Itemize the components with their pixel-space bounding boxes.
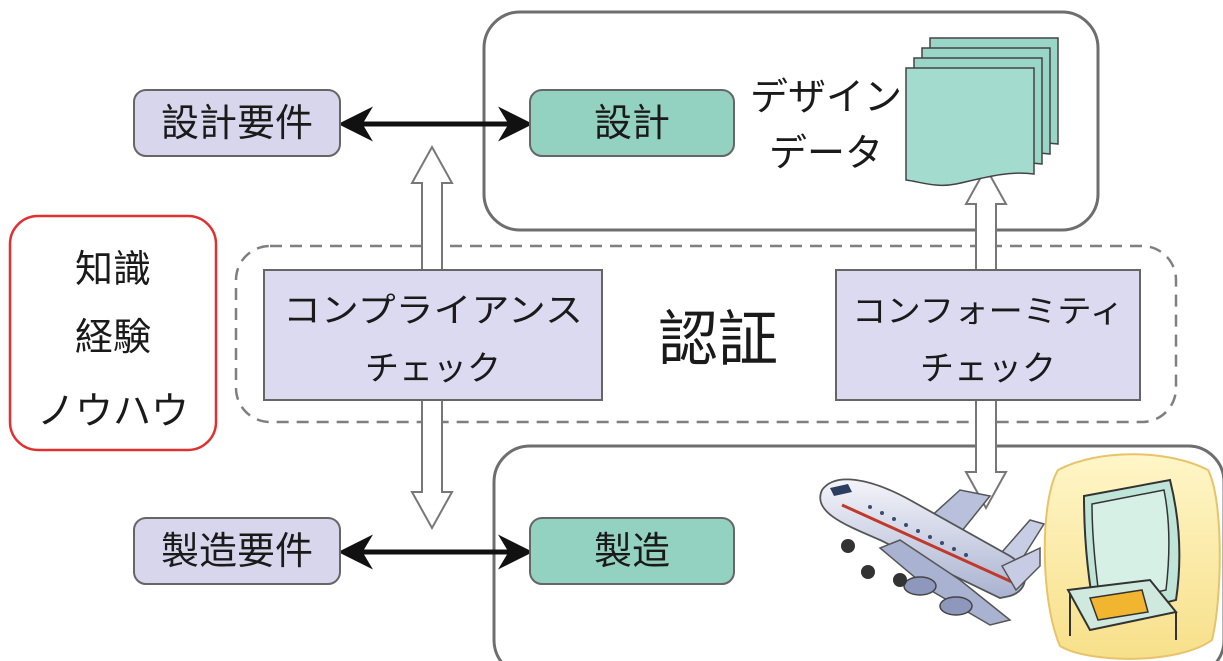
knowledge-label-line2: 経験 (75, 315, 151, 359)
manufacturing-requirements-box: 製造要件 (133, 517, 341, 585)
compliance-check-label-line1: コンプライアンス (283, 291, 583, 331)
certification-region (234, 244, 1178, 424)
conformity-up-arrow (964, 165, 1008, 271)
compliance-check-box: コンプライアンス チェック (263, 269, 603, 401)
conformity-check-label-line1: コンフォーミティ (852, 292, 1124, 330)
manufacturing-label: 製造 (594, 529, 670, 573)
compliance-down-arrow (410, 399, 454, 531)
conformity-down-arrow (964, 399, 1008, 511)
design-label: 設計 (594, 101, 670, 145)
certification-label: 認証 (658, 305, 778, 375)
design-data-label-line2: データ (769, 131, 883, 175)
conformity-check-label-line2: チェック (920, 349, 1056, 389)
compliance-up-arrow (410, 144, 454, 271)
knowledge-box: 知識 経験 ノウハウ (8, 214, 218, 452)
compliance-check-label-line2: チェック (365, 349, 501, 389)
design-requirements-box: 設計要件 (133, 89, 341, 157)
seat-icon (1043, 453, 1221, 660)
design-requirements-label: 設計要件 (161, 101, 313, 145)
design-data-label-line1: デザイン (750, 75, 902, 119)
conformity-check-box: コンフォーミティ チェック (835, 269, 1141, 401)
airplane-icon (819, 478, 1046, 626)
document-stack-icon (905, 37, 1059, 187)
knowledge-label-line3: ノウハウ (37, 389, 189, 433)
manufacturing-box: 製造 (529, 517, 735, 585)
design-box: 設計 (529, 89, 735, 157)
manufacturing-requirements-label: 製造要件 (161, 529, 313, 573)
knowledge-label-line1: 知識 (75, 247, 151, 291)
